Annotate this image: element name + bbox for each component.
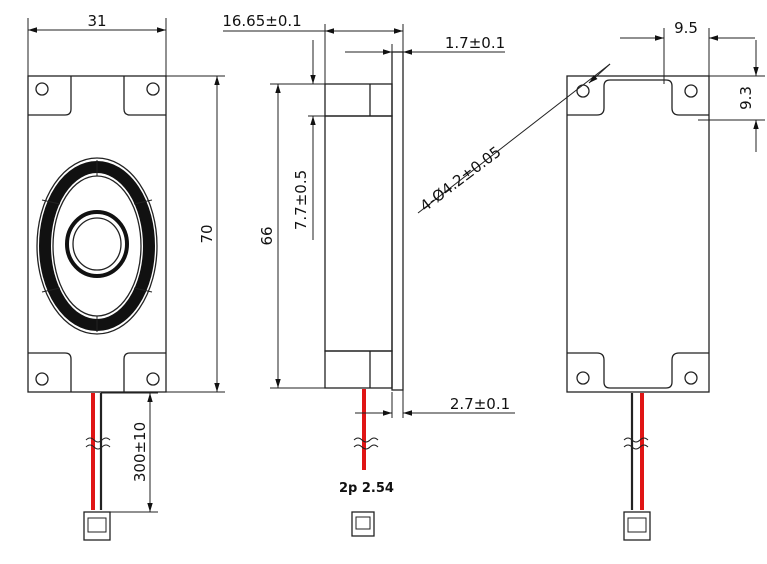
mount-hole-icon (684, 84, 698, 98)
mount-hole-icon (684, 371, 698, 385)
mount-hole-icon (35, 82, 49, 96)
mount-hole-icon (146, 82, 160, 96)
back-view: 4-Ø4.2±0.05 9.5 9.3 (417, 19, 765, 541)
connector-icon (351, 511, 375, 537)
connector-label: 2p 2.54 (339, 481, 394, 496)
dim-wire-length: 300±10 (131, 422, 149, 482)
connector-icon (623, 511, 651, 541)
speaker-cone-icon (36, 157, 158, 335)
mount-hole-icon (576, 84, 590, 98)
mount-hole-icon (35, 372, 49, 386)
dim-side-depth: 16.65±0.1 (222, 12, 301, 30)
dim-height-front: 70 (198, 224, 216, 243)
front-view: 31 70 (27, 12, 225, 541)
dim-width-top: 31 (87, 12, 106, 30)
dim-holes: 4-Ø4.2±0.05 (417, 143, 505, 216)
mount-hole-icon (576, 371, 590, 385)
dim-side-height: 66 (258, 226, 276, 245)
dim-bottom-offset: 2.7±0.1 (450, 395, 510, 413)
dim-hole-x: 9.5 (674, 19, 698, 37)
dim-flange: 1.7±0.1 (445, 34, 505, 52)
dim-magnet-offset: 7.7±0.5 (292, 170, 310, 230)
connector-icon (83, 511, 111, 541)
dim-hole-y: 9.3 (737, 86, 755, 110)
side-view: 16.65±0.1 1.7±0.1 66 7.7±0.5 (222, 12, 515, 537)
mount-hole-icon (146, 372, 160, 386)
